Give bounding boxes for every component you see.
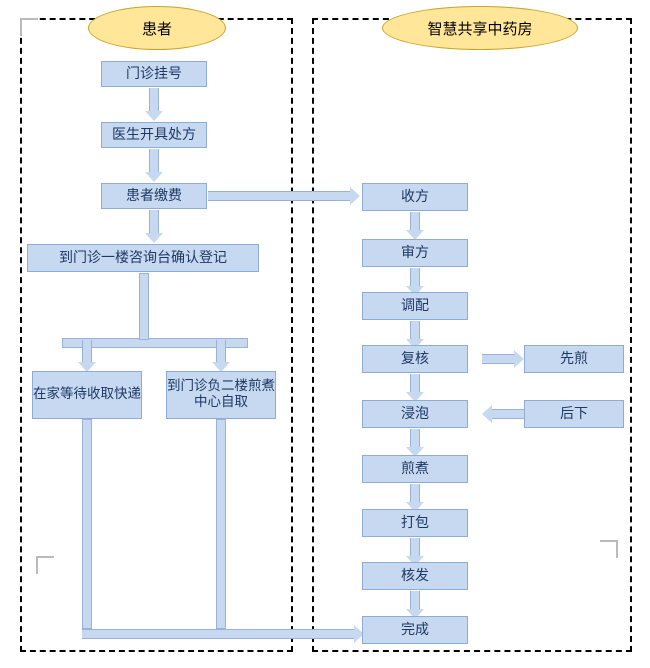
arrow-to-express — [78, 340, 96, 372]
step-pay[interactable]: 患者缴费 — [101, 183, 207, 209]
step-done[interactable]: 完成 — [362, 616, 468, 644]
step-decoct[interactable]: 煎煮 — [362, 455, 468, 483]
split-bus-horizontal — [62, 338, 248, 348]
step-express[interactable]: 在家等待收取快递 — [32, 371, 142, 419]
step-confirm[interactable]: 到门诊一楼咨询台确认登记 — [27, 244, 259, 272]
step-predecoct[interactable]: 先煎 — [524, 345, 624, 373]
arrow-to-selfpick — [212, 340, 230, 372]
step-receive-label: 收方 — [401, 188, 429, 205]
arrow-register-to-prescribe — [145, 88, 163, 121]
selfpick-down-line — [216, 419, 226, 629]
step-register-label: 门诊挂号 — [126, 65, 182, 82]
arrow-recheck-to-predecoct — [482, 350, 524, 368]
step-prescribe[interactable]: 医生开具处方 — [101, 122, 207, 148]
step-pay-label: 患者缴费 — [126, 187, 182, 204]
step-postadd[interactable]: 后下 — [524, 400, 624, 428]
step-pack[interactable]: 打包 — [362, 509, 468, 537]
step-verify-label: 核发 — [401, 567, 429, 584]
step-prescribe-label: 医生开具处方 — [112, 126, 196, 143]
arrow-soak-to-decoct — [406, 429, 424, 457]
frame-corner-bottom-left — [36, 556, 54, 574]
step-review[interactable]: 审方 — [362, 239, 468, 267]
lane-title-pharmacy-label: 智慧共享中药房 — [427, 19, 533, 38]
lane-title-pharmacy: 智慧共享中药房 — [382, 6, 578, 50]
arrow-review-to-dispense — [406, 268, 424, 296]
arrow-decoct-to-pack — [406, 484, 424, 512]
step-soak-label: 浸泡 — [401, 405, 429, 422]
step-dispense[interactable]: 调配 — [362, 292, 468, 320]
frame-corner-br — [600, 540, 618, 558]
step-express-label: 在家等待收取快递 — [33, 386, 141, 403]
arrow-postadd-to-soak — [482, 405, 524, 423]
arrow-recheck-to-soak — [406, 374, 424, 402]
step-review-label: 审方 — [401, 244, 429, 261]
step-confirm-label: 到门诊一楼咨询台确认登记 — [59, 249, 227, 266]
step-pack-label: 打包 — [401, 514, 429, 531]
frame-corner-tl — [20, 18, 38, 36]
step-recheck[interactable]: 复核 — [362, 345, 468, 373]
step-selfpick-label: 到门诊负二楼煎煮中心自取 — [167, 378, 275, 410]
step-register[interactable]: 门诊挂号 — [101, 61, 207, 87]
lane-title-patient-label: 患者 — [141, 19, 172, 38]
step-done-label: 完成 — [401, 621, 429, 638]
step-receive[interactable]: 收方 — [362, 183, 468, 211]
arrow-pack-to-verify — [406, 538, 424, 566]
step-postadd-label: 后下 — [560, 405, 588, 422]
lane-pharmacy — [312, 18, 632, 652]
step-selfpick[interactable]: 到门诊负二楼煎煮中心自取 — [166, 371, 276, 419]
arrow-bottom-to-done — [82, 625, 364, 643]
arrow-pay-to-receive — [208, 187, 360, 205]
lane-title-patient: 患者 — [88, 6, 226, 50]
arrow-receive-to-review — [406, 212, 424, 240]
arrow-verify-to-done — [406, 591, 424, 619]
step-dispense-label: 调配 — [401, 297, 429, 314]
step-recheck-label: 复核 — [401, 350, 429, 367]
express-down-line — [82, 419, 92, 629]
step-predecoct-label: 先煎 — [560, 350, 588, 367]
arrow-pay-to-confirm — [145, 210, 163, 243]
arrow-prescribe-to-pay — [145, 149, 163, 182]
step-decoct-label: 煎煮 — [401, 460, 429, 477]
step-soak[interactable]: 浸泡 — [362, 400, 468, 428]
split-bus-stem — [139, 273, 149, 340]
step-verify[interactable]: 核发 — [362, 562, 468, 590]
arrow-dispense-to-recheck — [406, 321, 424, 349]
